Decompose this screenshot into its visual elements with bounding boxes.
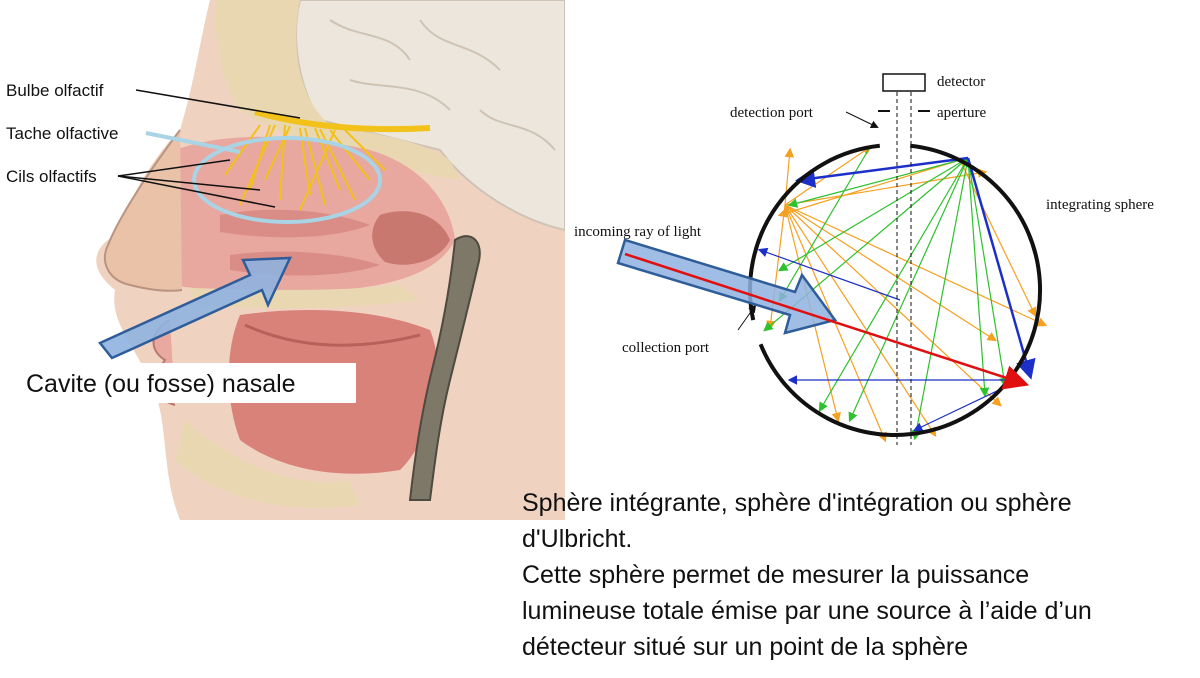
cils-leader-3: [117, 175, 276, 208]
ray-4: [784, 204, 1002, 407]
caption-line-2: d'Ulbricht.: [522, 525, 633, 553]
bulbe-leader: [135, 89, 301, 119]
ray-14: [818, 157, 969, 413]
cils-leader-1: [117, 159, 231, 177]
caption-line-4: lumineuse totale émise par une source à …: [522, 597, 1092, 625]
label-detector: detector: [937, 74, 985, 90]
sphere-caption: Sphère intégrante, sphère d'intégration …: [522, 485, 1192, 665]
detection-port-leader: [845, 111, 879, 128]
tongue-surface: [244, 323, 421, 347]
label-cavite-nasale: Cavite (ou fosse) nasale: [26, 370, 296, 398]
ray-10: [777, 159, 961, 218]
airflow-arrow: [98, 256, 293, 360]
label-collection-port: collection port: [622, 340, 710, 356]
integrating-sphere-diagram: detector detection port aperture integra…: [574, 73, 1154, 445]
ray-2: [784, 168, 988, 206]
collection-port-leader: [737, 304, 757, 331]
brain-folds: [329, 19, 556, 151]
incoming-red-beam: [624, 252, 1030, 390]
label-integrating-sphere: integrating sphere: [1046, 197, 1154, 213]
ray-3: [784, 204, 1048, 327]
caption-line-3: Cette sphère permet de mesurer la puissa…: [522, 561, 1030, 589]
nasal-passage: [372, 211, 450, 265]
label-tache-olfactive: Tache olfactive: [6, 124, 118, 143]
label-cils-olfactifs: Cils olfactifs: [6, 167, 97, 186]
ray-9: [784, 204, 998, 342]
ray-11: [959, 159, 1037, 318]
jaw-bone: [175, 420, 360, 508]
detector-box: [882, 73, 926, 92]
ray-18: [967, 157, 1009, 388]
eustachian-tube: [408, 235, 481, 501]
skull-bone: [215, 0, 460, 180]
ray-22: [966, 157, 1036, 380]
label-aperture: aperture: [937, 105, 986, 121]
cavite-label-box: [20, 363, 356, 403]
ray-24: [757, 247, 901, 301]
ray-17: [967, 157, 990, 398]
label-bulbe-olfactif: Bulbe olfactif: [6, 81, 104, 100]
olfactory-patch-ellipse: [192, 136, 382, 224]
ray-12: [787, 157, 969, 208]
label-incoming-ray: incoming ray of light: [574, 224, 702, 240]
ray-13: [777, 157, 969, 272]
caption-line-1: Sphère intégrante, sphère d'intégration …: [522, 489, 1072, 517]
ray-15: [848, 157, 969, 423]
ray-21: [795, 156, 969, 188]
ray-16: [911, 157, 969, 441]
ray-5: [784, 204, 937, 438]
olfactory-bulb: [254, 109, 431, 133]
caption-line-5: détecteur situé sur un point de la sphèr…: [522, 633, 969, 661]
cils-leader-2: [117, 175, 261, 191]
tache-leader: [145, 131, 241, 154]
nasal-anatomy-illustration: Bulbe olfactif Tache olfactive Cils olfa…: [0, 0, 565, 520]
label-detection-port: detection port: [730, 105, 814, 121]
